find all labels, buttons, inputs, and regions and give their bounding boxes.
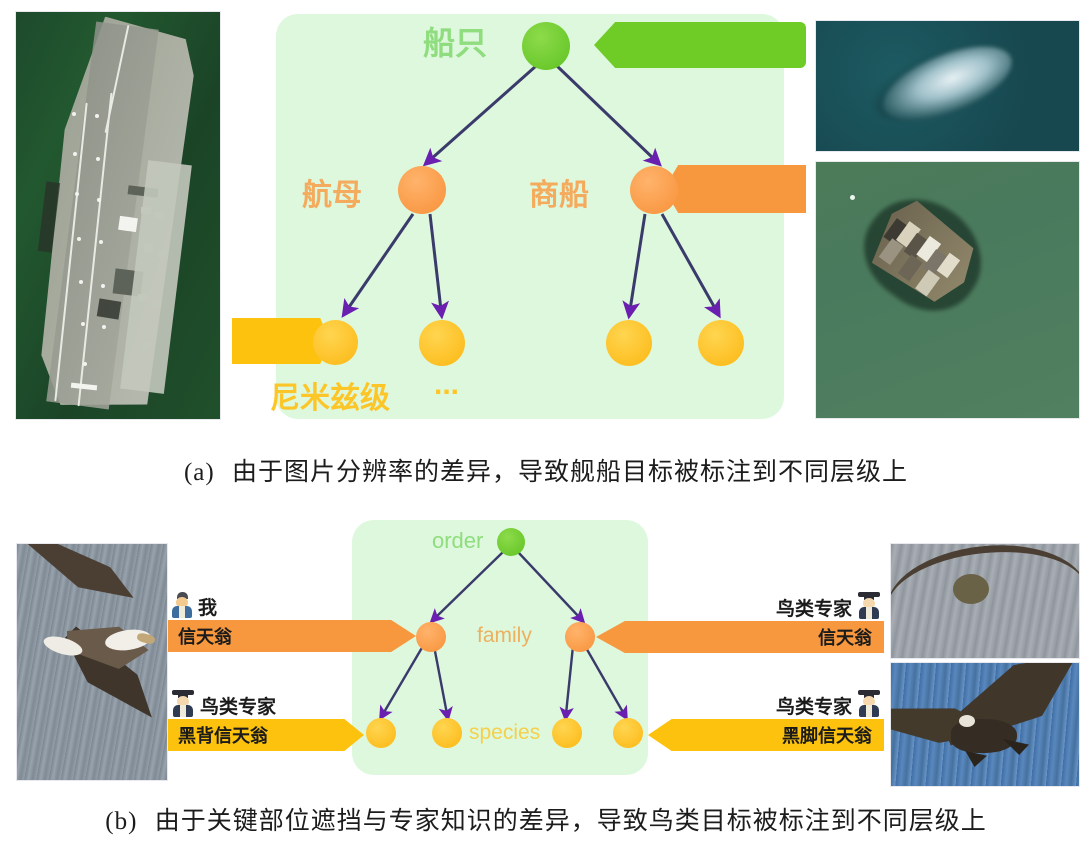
annotation-text-expert-family: 信天翁	[818, 628, 872, 648]
label-carrier: 航母	[302, 179, 362, 212]
annotation-text-me-family: 信天翁	[178, 627, 232, 647]
label-order: order	[432, 528, 484, 553]
caption-b: (b) 由于关键部位遮挡与专家知识的差异，导致鸟类目标被标注到不同层级上	[0, 801, 1092, 837]
label-species: species	[469, 721, 541, 744]
label-nimitz: 尼米兹级	[270, 382, 390, 415]
caption-b-text: 由于关键部位遮挡与专家知识的差异，导致鸟类目标被标注到不同层级上	[154, 808, 987, 835]
annotation-arrow-expert-species-right: 黑脚信天翁	[648, 719, 884, 751]
annotation-expert-species-left: 鸟类专家 黑背信天翁	[168, 690, 364, 751]
panel-b: 我 信天翁 鸟类专家 信天翁	[0, 500, 1092, 854]
caption-a-label: (a)	[183, 459, 215, 486]
aircraft-carrier-photo	[15, 11, 221, 420]
node-order[interactable]	[497, 528, 525, 556]
annotation-text-expert-species-left: 黑背信天翁	[178, 726, 268, 746]
annotator-label-expert-species-right: 鸟类专家	[775, 697, 852, 718]
black-footed-albatross-photo	[890, 662, 1080, 787]
node-leaf-2[interactable]	[419, 320, 465, 366]
node-family-right[interactable]	[565, 622, 595, 652]
annotation-text-expert-species-right: 黑脚信天翁	[782, 726, 872, 746]
label-ellipsis-a: ...	[434, 368, 460, 401]
graduate-person-icon	[858, 690, 880, 717]
node-root-a[interactable]	[522, 22, 570, 70]
node-leaf-3[interactable]	[606, 320, 652, 366]
caption-a: (a) 由于图片分辨率的差异，导致舰船目标被标注到不同层级上	[0, 452, 1092, 488]
green-callout-arrow	[594, 22, 806, 68]
node-family-left[interactable]	[416, 622, 446, 652]
annotation-arrow-me-family: 信天翁	[168, 620, 416, 652]
annotation-expert-species-right: 鸟类专家 黑脚信天翁	[648, 690, 884, 751]
node-merchant[interactable]	[630, 166, 678, 214]
graduate-person-icon	[172, 690, 194, 717]
annotator-label-expert-family: 鸟类专家	[775, 599, 852, 620]
label-root-a: 船只	[423, 25, 488, 61]
caption-b-label: (b)	[105, 808, 138, 835]
node-carrier[interactable]	[398, 166, 446, 214]
albatross-occluded-photo	[890, 543, 1080, 659]
annotation-arrow-expert-species-left: 黑背信天翁	[168, 719, 364, 751]
node-species-4[interactable]	[613, 718, 643, 748]
annotation-expert-family: 鸟类专家 信天翁	[596, 592, 884, 653]
node-species-3[interactable]	[552, 718, 582, 748]
orange-callout-arrow	[664, 165, 806, 213]
person-icon	[172, 592, 192, 618]
caption-a-text: 由于图片分辨率的差异，导致舰船目标被标注到不同层级上	[231, 459, 908, 486]
albatross-flying-photo	[16, 543, 168, 781]
blurry-ship-photo	[815, 20, 1080, 152]
graduate-person-icon	[858, 592, 880, 619]
node-species-1[interactable]	[366, 718, 396, 748]
label-family: family	[477, 624, 532, 647]
annotation-arrow-expert-family: 信天翁	[596, 621, 884, 653]
node-species-2[interactable]	[432, 718, 462, 748]
panel-a: 船只 航母 商船 尼米兹级 ... (a) 由于图片分辨率的差异，导致舰船目标被…	[0, 11, 1092, 488]
annotator-label-me: 我	[198, 598, 218, 619]
node-leaf-4[interactable]	[698, 320, 744, 366]
container-ship-photo	[815, 161, 1080, 419]
annotation-me-family: 我 信天翁	[168, 592, 416, 652]
label-merchant: 商船	[529, 179, 589, 212]
annotator-label-expert-species-left: 鸟类专家	[200, 697, 277, 718]
node-nimitz[interactable]	[313, 320, 358, 365]
